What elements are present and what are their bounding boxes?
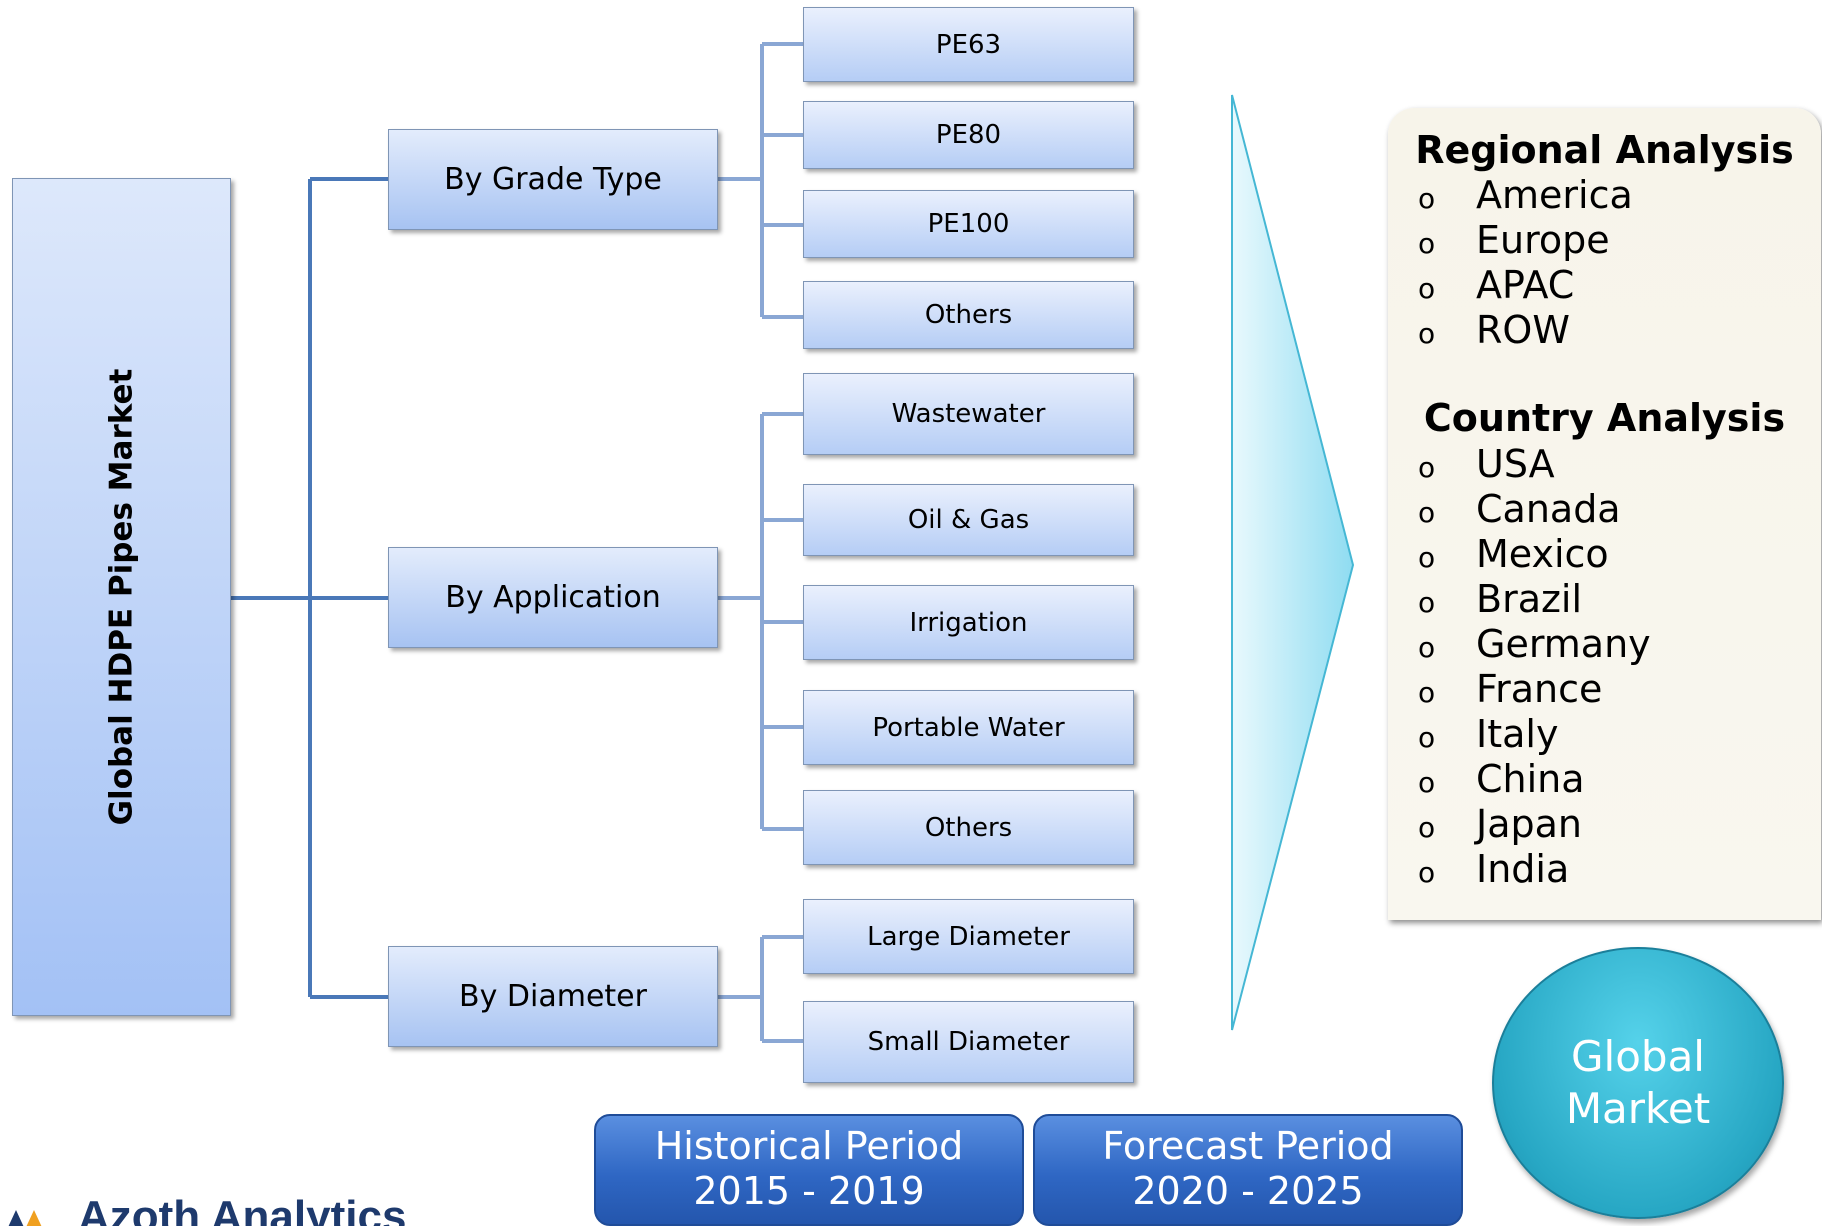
diameter-connector — [718, 935, 803, 1043]
bullet-icon: o — [1418, 272, 1436, 305]
historical-period-box: Historical Period 2015 - 2019 — [594, 1114, 1024, 1226]
bullet-icon: o — [1418, 856, 1436, 889]
application-connector — [718, 412, 803, 831]
azoth-logo: Azoth Analytics — [0, 1186, 460, 1226]
leaf-application-others: Others — [803, 790, 1134, 865]
bullet-icon: o — [1418, 496, 1436, 529]
bullet-icon: o — [1418, 766, 1436, 799]
historical-period-range: 2015 - 2019 — [693, 1169, 925, 1213]
flow-arrow — [1231, 94, 1355, 1031]
bullet-icon: o — [1418, 541, 1436, 574]
leaf-pe80: PE80 — [803, 101, 1134, 169]
grade-connector — [718, 42, 803, 319]
category-application: By Application — [388, 547, 718, 648]
regional-analysis-heading: Regional Analysis — [1415, 128, 1794, 172]
leaf-oil-gas: Oil & Gas — [803, 484, 1134, 556]
leaf-portable-water: Portable Water — [803, 690, 1134, 765]
leaf-pe100: PE100 — [803, 190, 1134, 258]
category-diameter: By Diameter — [388, 946, 718, 1047]
bullet-icon: o — [1418, 227, 1436, 260]
bullet-icon: o — [1418, 721, 1436, 754]
leaf-irrigation: Irrigation — [803, 585, 1134, 660]
global-market-circle: Global Market — [1492, 947, 1784, 1219]
bullet-icon: o — [1418, 631, 1436, 664]
leaf-pe63: PE63 — [803, 7, 1134, 82]
forecast-period-label: Forecast Period — [1102, 1124, 1394, 1168]
leaf-wastewater: Wastewater — [803, 373, 1134, 455]
country-analysis-heading: Country Analysis — [1423, 396, 1786, 440]
root-connector — [231, 177, 388, 999]
root-label-wrap: Global HDPE Pipes Market — [12, 178, 231, 1016]
bullet-icon: o — [1418, 811, 1436, 844]
leaf-large-diameter: Large Diameter — [803, 899, 1134, 974]
logo-mark-icon — [8, 1210, 42, 1226]
category-grade-type: By Grade Type — [388, 129, 718, 230]
bullet-icon: o — [1418, 451, 1436, 484]
leaf-small-diameter: Small Diameter — [803, 1001, 1134, 1083]
forecast-period-box: Forecast Period 2020 - 2025 — [1033, 1114, 1463, 1226]
logo-text: Azoth Analytics — [78, 1192, 407, 1226]
bullet-icon: o — [1418, 586, 1436, 619]
root-label: Global HDPE Pipes Market — [103, 368, 140, 826]
historical-period-label: Historical Period — [654, 1124, 964, 1168]
global-market-line1: Global — [1571, 1032, 1705, 1081]
leaf-grade-others: Others — [803, 281, 1134, 349]
bullet-icon: o — [1418, 676, 1436, 709]
root-box — [12, 178, 231, 1016]
forecast-period-range: 2020 - 2025 — [1132, 1169, 1364, 1213]
global-market-line2: Market — [1565, 1084, 1711, 1133]
bullet-icon: o — [1418, 182, 1436, 215]
bullet-icon: o — [1418, 317, 1436, 350]
